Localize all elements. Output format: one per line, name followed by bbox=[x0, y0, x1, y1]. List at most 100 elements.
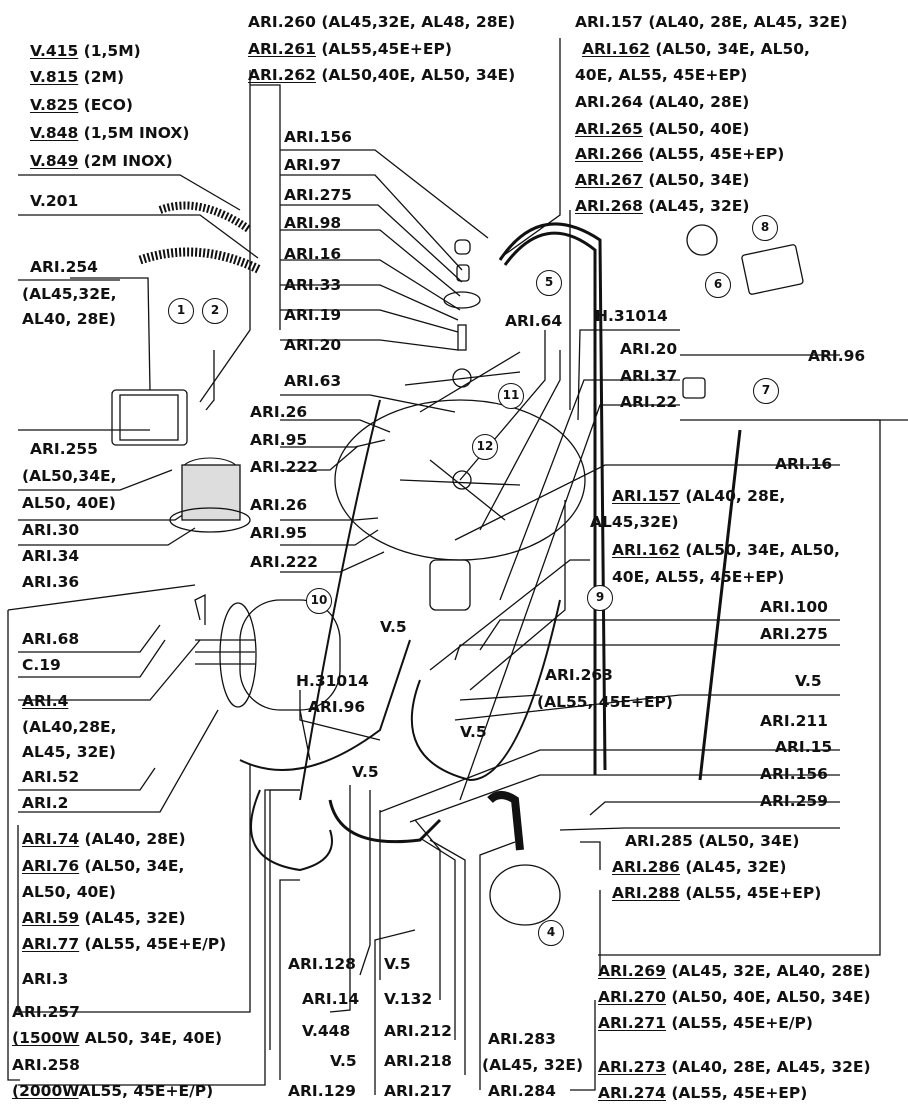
label-ari26-a: ARI.26 bbox=[250, 403, 308, 421]
label-ari76-models: AL50, 40E) bbox=[22, 883, 116, 901]
label-ari97: ARI.97 bbox=[284, 156, 342, 174]
label-ari64: ARI.64 bbox=[505, 312, 563, 330]
label-h31014-low: H.31014 bbox=[296, 672, 369, 690]
label-ari254: ARI.254 bbox=[30, 258, 98, 276]
callout-8: 8 bbox=[752, 215, 778, 241]
label-ari257-models: (1500W AL50, 34E, 40E) bbox=[12, 1029, 223, 1047]
label-ari156-top: ARI.156 bbox=[284, 128, 352, 146]
callout-7: 7 bbox=[753, 378, 779, 404]
label-ari77: ARI.77 (AL55, 45E+E/P) bbox=[22, 935, 227, 953]
label-ari22: ARI.22 bbox=[620, 393, 678, 411]
callout-4: 4 bbox=[538, 920, 564, 946]
callout-11: 11 bbox=[498, 383, 524, 409]
label-ari52: ARI.52 bbox=[22, 768, 80, 786]
label-ari162-mid: ARI.162 (AL50, 34E, AL50, bbox=[612, 541, 840, 559]
label-ari98: ARI.98 bbox=[284, 214, 342, 232]
label-ari96-low: ARI.96 bbox=[308, 698, 366, 716]
label-ari96-right: ARI.96 bbox=[808, 347, 866, 365]
label-ari288: ARI.288 (AL55, 45E+EP) bbox=[612, 884, 822, 902]
label-v415: V.415 (1,5M) bbox=[30, 42, 141, 60]
label-v815: V.815 (2M) bbox=[30, 68, 125, 86]
label-ari222-a: ARI.222 bbox=[250, 458, 318, 476]
label-ari268: ARI.268 (AL45, 32E) bbox=[575, 197, 750, 215]
label-c19: C.19 bbox=[22, 656, 61, 674]
label-ari222-b: ARI.222 bbox=[250, 553, 318, 571]
label-ari95-b: ARI.95 bbox=[250, 524, 308, 542]
label-ari63: ARI.63 bbox=[284, 372, 342, 390]
label-ari68: ARI.68 bbox=[22, 630, 80, 648]
label-ari162-top: ARI.162 (AL50, 34E, AL50, bbox=[582, 40, 810, 58]
label-ari34: ARI.34 bbox=[22, 547, 80, 565]
callout-12: 12 bbox=[472, 434, 498, 460]
label-v448: V.448 bbox=[302, 1022, 351, 1040]
label-ari259: ARI.259 bbox=[760, 792, 828, 810]
label-ari76: ARI.76 (AL50, 34E, bbox=[22, 857, 185, 875]
label-h31014-top: H.31014 bbox=[595, 307, 668, 325]
label-v848: V.848 (1,5M INOX) bbox=[30, 124, 190, 142]
label-ari33: ARI.33 bbox=[284, 276, 342, 294]
label-ari271: ARI.271 (AL55, 45E+E/P) bbox=[598, 1014, 813, 1032]
label-ari2: ARI.2 bbox=[22, 794, 69, 812]
label-ari20-right: ARI.20 bbox=[620, 340, 678, 358]
label-ari265: ARI.265 (AL50, 40E) bbox=[575, 120, 750, 138]
label-ari74: ARI.74 (AL40, 28E) bbox=[22, 830, 186, 848]
label-ari275-right: ARI.275 bbox=[760, 625, 828, 643]
label-ari59: ARI.59 (AL45, 32E) bbox=[22, 909, 186, 927]
label-ari217: ARI.217 bbox=[384, 1082, 452, 1100]
label-v825: V.825 (ECO) bbox=[30, 96, 133, 114]
label-ari284: ARI.284 bbox=[488, 1082, 556, 1100]
label-ari255: ARI.255 bbox=[30, 440, 98, 458]
label-ari4-models-1: (AL40,28E, bbox=[22, 718, 117, 736]
label-v5-tank: V.5 bbox=[380, 618, 407, 636]
label-ari16-top: ARI.16 bbox=[284, 245, 342, 263]
label-v201: V.201 bbox=[30, 192, 79, 210]
label-ari283: ARI.283 bbox=[488, 1030, 556, 1048]
label-ari262: ARI.262 (AL50,40E, AL50, 34E) bbox=[248, 66, 516, 84]
label-ari100: ARI.100 bbox=[760, 598, 828, 616]
label-v5-low: V.5 bbox=[352, 763, 379, 781]
label-ari258: ARI.258 bbox=[12, 1056, 80, 1074]
callout-5: 5 bbox=[536, 270, 562, 296]
label-ari255-models-1: (AL50,34E, bbox=[22, 467, 117, 485]
label-ari128: ARI.128 bbox=[288, 955, 356, 973]
callout-10: 10 bbox=[306, 588, 332, 614]
label-ari26-b: ARI.26 bbox=[250, 496, 308, 514]
label-ari254-models-1: (AL45,32E, bbox=[22, 285, 117, 303]
label-ari254-models-2: AL40, 28E) bbox=[22, 310, 116, 328]
callout-9: 9 bbox=[587, 585, 613, 611]
label-ari263: ARI.263 bbox=[545, 666, 613, 684]
label-ari30: ARI.30 bbox=[22, 521, 80, 539]
label-ari270: ARI.270 (AL50, 40E, AL50, 34E) bbox=[598, 988, 871, 1006]
label-ari260: ARI.260 (AL45,32E, AL48, 28E) bbox=[248, 13, 516, 31]
label-ari4: ARI.4 bbox=[22, 692, 69, 710]
label-ari255-models-2: AL50, 40E) bbox=[22, 494, 116, 512]
label-ari218: ARI.218 bbox=[384, 1052, 452, 1070]
label-ari269: ARI.269 (AL45, 32E, AL40, 28E) bbox=[598, 962, 871, 980]
label-v132: V.132 bbox=[384, 990, 433, 1008]
label-ari95-a: ARI.95 bbox=[250, 431, 308, 449]
label-ari285: ARI.285 (AL50, 34E) bbox=[625, 832, 800, 850]
label-ari3: ARI.3 bbox=[22, 970, 69, 988]
label-ari156-right: ARI.156 bbox=[760, 765, 828, 783]
label-ari4-models-2: AL45, 32E) bbox=[22, 743, 116, 761]
label-ari257: ARI.257 bbox=[12, 1003, 80, 1021]
label-ari37: ARI.37 bbox=[620, 367, 678, 385]
label-ari211: ARI.211 bbox=[760, 712, 828, 730]
label-v5-mid: V.5 bbox=[460, 723, 487, 741]
callout-6: 6 bbox=[705, 272, 731, 298]
label-v5-right: V.5 bbox=[795, 672, 822, 690]
label-ari14: ARI.14 bbox=[302, 990, 360, 1008]
label-ari15: ARI.15 bbox=[775, 738, 833, 756]
label-ari267: ARI.267 (AL50, 34E) bbox=[575, 171, 750, 189]
label-ari162-top-models: 40E, AL55, 45E+EP) bbox=[575, 66, 748, 84]
label-ari275-top: ARI.275 bbox=[284, 186, 352, 204]
label-ari157-top: ARI.157 (AL40, 28E, AL45, 32E) bbox=[575, 13, 848, 31]
label-ari258-models: (2000WAL55, 45E+E/P) bbox=[12, 1082, 214, 1100]
label-v5-bottom2: V.5 bbox=[330, 1052, 357, 1070]
label-v849: V.849 (2M INOX) bbox=[30, 152, 173, 170]
label-ari273: ARI.273 (AL40, 28E, AL45, 32E) bbox=[598, 1058, 871, 1076]
label-ari16-right: ARI.16 bbox=[775, 455, 833, 473]
callout-1: 1 bbox=[168, 298, 194, 324]
